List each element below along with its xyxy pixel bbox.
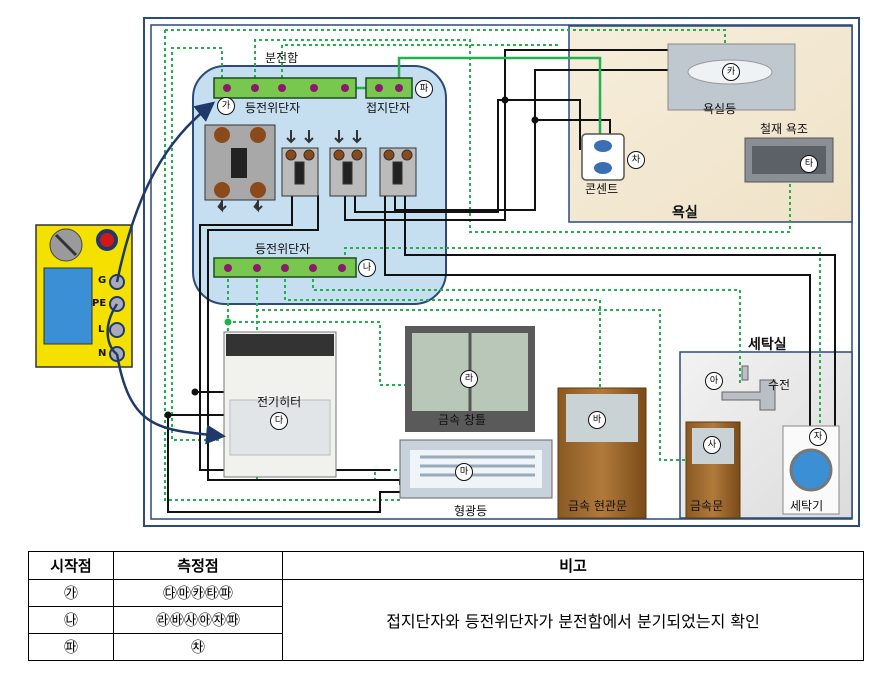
laundry-label: 세탁실 bbox=[748, 337, 787, 353]
outlet-image bbox=[581, 133, 625, 181]
row-start: ㉮ bbox=[28, 579, 114, 607]
house-frame-inner bbox=[150, 24, 853, 520]
fluorescent-label: 형광등 bbox=[454, 504, 488, 518]
row-points: ㉰㉲㉸㉹㉺ bbox=[113, 579, 283, 607]
measurement-table: 시작점 측정점 비고 ㉮ ㉰㉲㉸㉹㉺ 접지단자와 등전위단자가 분전함에서 분기… bbox=[28, 551, 864, 661]
panel-label: 분전함 bbox=[265, 51, 299, 65]
equip-bus-top-label: 등전위단자 bbox=[245, 101, 301, 115]
header-note: 비고 bbox=[282, 551, 864, 580]
row-points: ㉷ bbox=[113, 633, 283, 661]
metal-door-label: 금속문 bbox=[690, 499, 724, 513]
marker-da: 다 bbox=[270, 412, 288, 430]
table-row: ㉮ ㉰㉲㉸㉹㉺ 접지단자와 등전위단자가 분전함에서 분기되었는지 확인 bbox=[28, 579, 864, 661]
faucet-label: 수전 bbox=[768, 378, 791, 392]
marker-ka: 카 bbox=[722, 63, 740, 81]
marker-ma: 마 bbox=[455, 463, 473, 481]
header-start: 시작점 bbox=[28, 551, 114, 580]
probe-leads bbox=[106, 101, 226, 445]
marker-a: 아 bbox=[705, 372, 723, 390]
marker-na: 나 bbox=[358, 259, 376, 277]
washer-label: 세탁기 bbox=[790, 499, 824, 513]
bathroom-label: 욕실 bbox=[672, 205, 698, 221]
ground-bus-label: 접지단자 bbox=[366, 101, 411, 115]
header-points: 측정점 bbox=[113, 551, 283, 580]
row-note: 접지단자와 등전위단자가 분전함에서 분기되었는지 확인 bbox=[282, 579, 864, 661]
marker-ga: 가 bbox=[217, 97, 235, 115]
bath-light-label: 욕실등 bbox=[703, 102, 737, 116]
tester-meter bbox=[35, 224, 133, 368]
outlet-label: 콘센트 bbox=[585, 182, 619, 196]
entry-door-label: 금속 현관문 bbox=[568, 499, 628, 513]
window-label: 금속 창틀 bbox=[438, 413, 486, 427]
meter-terminal-l: L bbox=[98, 324, 105, 335]
marker-sa: 사 bbox=[703, 436, 721, 454]
marker-pa: 파 bbox=[415, 80, 433, 98]
row-points: ㉱㉳㉴㉵㉶㉺ bbox=[113, 606, 283, 634]
fluorescent-image bbox=[399, 439, 553, 499]
heater-image bbox=[223, 331, 337, 478]
marker-ra: 라 bbox=[460, 370, 478, 388]
ground-wire bbox=[356, 56, 602, 145]
marker-ja: 자 bbox=[809, 428, 827, 446]
table-header-row: 시작점 측정점 비고 bbox=[28, 551, 864, 580]
faucet-image bbox=[721, 365, 776, 411]
bathtub-image bbox=[744, 137, 834, 183]
table-row: ㉯ ㉱㉳㉴㉵㉶㉺ bbox=[28, 606, 864, 634]
marker-ba: 바 bbox=[588, 411, 606, 429]
row-start: ㉯ bbox=[28, 606, 114, 634]
marker-ta: 타 bbox=[800, 155, 818, 173]
entry-door-image bbox=[557, 387, 647, 519]
bathtub-label: 철재 욕조 bbox=[760, 122, 808, 136]
branch-breakers bbox=[281, 147, 417, 197]
marker-cha: 차 bbox=[627, 151, 645, 169]
table-row: ㉺ ㉷ bbox=[28, 633, 864, 661]
meter-terminal-g: G bbox=[98, 275, 107, 286]
washer-image bbox=[782, 425, 840, 515]
row-start: ㉺ bbox=[28, 633, 114, 661]
heater-label: 전기히터 bbox=[257, 395, 302, 409]
wiring-diagram bbox=[35, 17, 860, 527]
meter-terminal-pe: PE bbox=[92, 298, 107, 309]
meter-terminal-n: N bbox=[98, 348, 107, 359]
equip-bus-bottom-label: 등전위단자 bbox=[255, 242, 311, 256]
ground-bus bbox=[365, 77, 413, 99]
main-breaker bbox=[204, 124, 276, 201]
